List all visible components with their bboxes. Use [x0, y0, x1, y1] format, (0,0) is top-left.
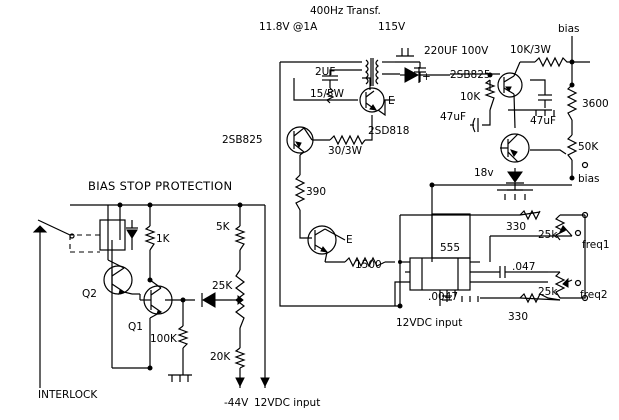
label-res-15-5w: 15/5W [310, 88, 345, 100]
label-freq1: freq1 [582, 239, 610, 251]
resistor-50k [566, 134, 578, 161]
resistor-10k [484, 79, 496, 111]
terminals-left [39, 377, 270, 388]
label-cap-47uf-left: 47uF [440, 111, 466, 123]
label-transformer-title: 400Hz Transf. [310, 5, 381, 17]
ic-555 [409, 213, 471, 291]
transistor-q2 [103, 259, 133, 295]
capacitor-47uf-left [470, 117, 479, 133]
label-res-5k: 5K [216, 221, 231, 233]
label-res-330-top: 330 [506, 221, 526, 233]
ground-symbols-right [461, 109, 555, 302]
label-res-30-3w: 30/3W [328, 145, 363, 157]
rectifier-diode [400, 67, 450, 83]
resistor-3600 [566, 84, 578, 121]
junction-dots [397, 59, 575, 309]
zener-18v [506, 171, 524, 191]
relay [69, 219, 126, 253]
label-res-20k: 20K [210, 351, 231, 363]
label-q-2sd818: 2SD818 [368, 125, 409, 137]
label-cap-0047: .0047 [428, 291, 458, 303]
svg-text:+: + [422, 71, 431, 83]
label-res-10k-3w: 10K/3W [510, 44, 551, 56]
label-pot-25k-left: 25K [212, 280, 233, 292]
label-freq2: freq2 [580, 289, 608, 301]
label-res-1500: 1500 [355, 259, 382, 271]
label-ic-555: 555 [440, 242, 460, 254]
labels: 400Hz Transf. 11.8V @1A 115V 2UF 15/5W 2… [38, 5, 610, 409]
label-res-10k: 10K [460, 91, 481, 103]
resistor-10k-3w [534, 56, 572, 68]
resistor-20k [234, 347, 246, 369]
label-interlock: INTERLOCK [38, 389, 98, 401]
pot-25k-top [554, 214, 582, 241]
label-primary-rating: 11.8V @1A [259, 21, 318, 33]
pot-25k-bottom [548, 271, 582, 299]
resistor-30-3w [329, 134, 366, 146]
label-q1: Q1 [128, 321, 143, 333]
label-res-330-bottom: 330 [508, 311, 528, 323]
label-secondary-voltage: 115V [378, 21, 406, 33]
resistor-15-5w [325, 87, 335, 104]
protection-diode [201, 292, 216, 308]
transistor-switch: E [307, 225, 353, 263]
resistor-1k [144, 225, 156, 251]
ground-left [168, 368, 192, 382]
svg-text:E: E [346, 234, 353, 246]
label-zener-18v: 18v [474, 167, 494, 179]
transistor-2sd818: E [359, 87, 395, 113]
capacitor-220uf: + [395, 48, 431, 83]
label-res-100k: 100K [150, 333, 178, 345]
capacitor-0047 [442, 290, 452, 302]
label-neg-44v: -44V [224, 397, 249, 409]
capacitor-2uf [322, 75, 338, 88]
transformer-400hz [365, 58, 379, 86]
relay-diode [126, 220, 138, 250]
resistor-390 [294, 174, 306, 211]
transistor-2sb825-top [497, 61, 523, 129]
label-pot-25k-top: 25k [538, 229, 558, 241]
label-res-1k: 1K [156, 233, 171, 245]
junction-dots-left [117, 202, 243, 371]
label-input-12v-right: 12VDC input [396, 317, 462, 329]
label-res-50k: 50K [578, 141, 599, 153]
capacitor-47uf-right [538, 94, 552, 108]
label-cap-2uf: 2UF [315, 66, 335, 78]
resistor-1500 [344, 256, 386, 268]
label-cap-220uf: 220UF 100V [424, 45, 489, 57]
resistors [294, 56, 578, 304]
label-bias-stop-title: BIAS STOP PROTECTION [88, 179, 232, 193]
pot-25k-left [232, 269, 245, 329]
label-cap-47uf-right: 47uF [530, 115, 556, 127]
transistor-driver [500, 133, 530, 163]
label-res-390: 390 [306, 186, 326, 198]
resistor-330-top [519, 209, 541, 221]
label-input-12v-bottom: 12VDC input [254, 397, 320, 409]
label-q2: Q2 [82, 288, 97, 300]
transistor-q1 [139, 279, 173, 319]
label-bias-top: bias [558, 23, 580, 35]
label-bias-out: bias [578, 173, 600, 185]
label-q-2sb825-left: 2SB825 [222, 134, 263, 146]
capacitor-047 [499, 266, 520, 278]
label-q-2sb825-top: 2SB825 [450, 69, 491, 81]
resistor-5k [234, 225, 246, 251]
svg-text:E: E [388, 95, 395, 107]
transistor-2sb825-left [286, 126, 314, 156]
label-pot-25k-bottom: 25k [538, 286, 558, 298]
label-cap-047: .047 [512, 261, 535, 273]
protection-resistors [144, 225, 246, 369]
interlock-switch [32, 219, 75, 239]
terminals-right [571, 36, 589, 302]
resistor-330-bottom [519, 292, 561, 304]
resistor-100k [177, 325, 189, 349]
label-res-3600: 3600 [582, 98, 609, 110]
main-wiring [279, 42, 590, 307]
